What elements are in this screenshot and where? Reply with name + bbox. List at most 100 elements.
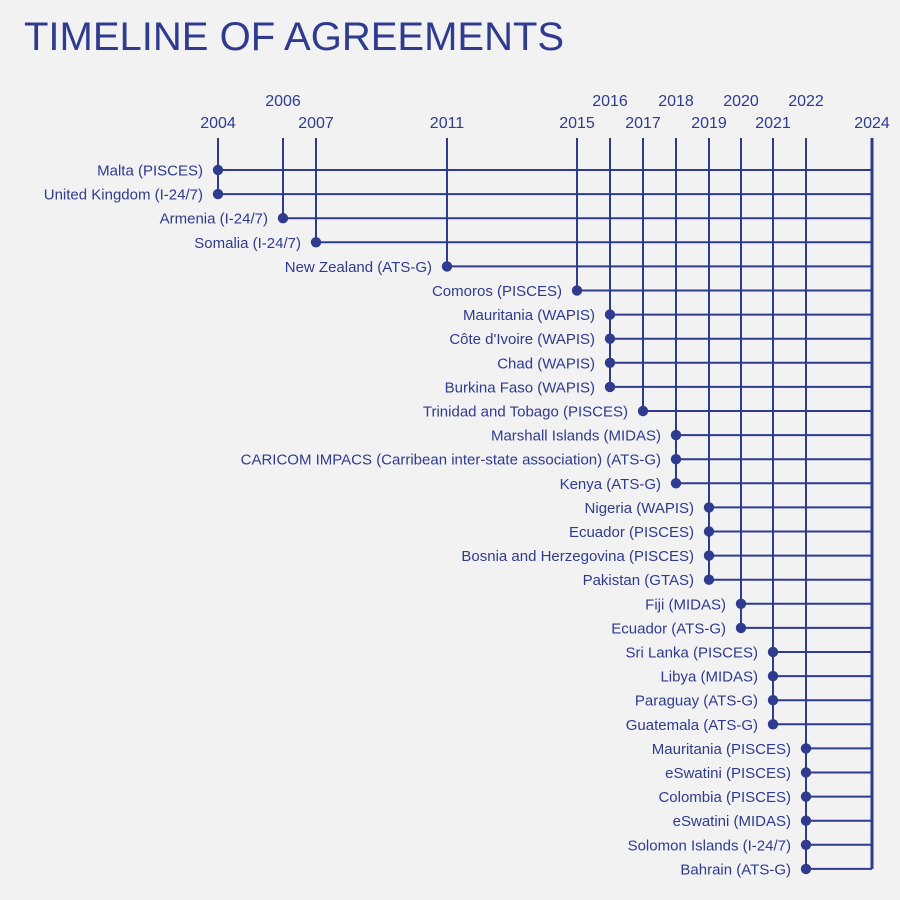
timeline-row: Ecuador (PISCES) [569,524,872,541]
year-tick-label: 2015 [559,115,595,132]
year-tick-label: 2006 [265,93,301,110]
timeline-rows: Malta (PISCES) United Kingdom (I-24/7) Arm… [44,163,872,878]
agreement-label: Chad (WAPIS) [497,355,595,372]
chart-title: TIMELINE OF AGREEMENTS [24,15,564,59]
agreement-point [767,719,779,730]
agreement-point [604,333,616,344]
agreement-label: Sri Lanka (PISCES) [625,645,758,662]
agreement-point [800,743,812,754]
agreement-label: Guatemala (ATS-G) [626,717,758,734]
agreement-point [604,309,616,320]
agreement-label: Trinidad and Tobago (PISCES) [423,404,628,421]
timeline-row: Kenya (ATS-G) [560,476,872,493]
timeline-row: Armenia (I-24/7) [160,211,872,228]
agreement-label: Bahrain (ATS-G) [680,861,791,878]
timeline-row: eSwatini (PISCES) [665,765,872,782]
agreement-label: Colombia (PISCES) [658,789,791,806]
agreement-point [604,357,616,368]
agreement-point [670,429,682,441]
agreement-point [767,670,779,682]
agreement-label: Ecuador (PISCES) [569,524,694,541]
agreement-label: Libya (MIDAS) [660,669,758,686]
timeline-row: Nigeria (WAPIS) [585,500,872,517]
agreement-point [767,695,779,706]
agreement-point [277,213,289,224]
timeline-row: Burkina Faso (WAPIS) [445,379,872,396]
year-tick-label: 2022 [788,93,824,110]
timeline-row: Solomon Islands (I-24/7) [628,837,872,854]
agreement-point [703,526,715,537]
year-tick-label: 2018 [658,93,694,110]
timeline-row: Trinidad and Tobago (PISCES) [423,404,872,421]
timeline-row: eSwatini (MIDAS) [673,813,872,830]
agreement-label: eSwatini (PISCES) [665,765,791,782]
agreement-point [800,839,812,850]
agreement-label: CARICOM IMPACS (Carribean inter-state as… [241,452,661,469]
agreement-point [441,261,453,272]
timeline-row: Marshall Islands (MIDAS) [491,428,872,445]
agreement-label: eSwatini (MIDAS) [673,813,791,830]
agreement-label: Somalia (I-24/7) [194,235,301,252]
agreement-point [670,454,682,465]
agreement-point [800,863,812,875]
agreement-label: Armenia (I-24/7) [160,211,268,228]
timeline-row: Bahrain (ATS-G) [680,861,872,878]
agreement-label: New Zealand (ATS-G) [285,259,432,276]
timeline-row: Côte d'Ivoire (WAPIS) [449,331,872,348]
year-tick-label: 2011 [430,115,465,132]
agreement-point [604,381,616,393]
agreement-label: Mauritania (PISCES) [652,741,791,758]
agreement-label: Kenya (ATS-G) [560,476,661,493]
agreement-label: Mauritania (WAPIS) [463,307,595,324]
timeline-row: Paraguay (ATS-G) [635,693,872,710]
agreement-point [703,550,715,561]
timeline-row: Pakistan (GTAS) [583,572,872,589]
agreement-point [703,574,715,585]
year-tick-label: 2019 [691,115,727,132]
year-tick-label: 2024 [854,115,890,132]
agreement-point [310,237,322,248]
timeline-row: Fiji (MIDAS) [645,596,872,613]
agreement-label: Paraguay (ATS-G) [635,693,758,710]
timeline-row: Guatemala (ATS-G) [626,717,872,734]
timeline-row: Libya (MIDAS) [660,669,872,686]
agreement-label: Côte d'Ivoire (WAPIS) [449,331,595,348]
agreement-point [637,405,649,417]
timeline-row: United Kingdom (I-24/7) [44,187,872,204]
agreement-label: Burkina Faso (WAPIS) [445,379,595,396]
agreement-point [800,767,812,778]
agreement-point [670,478,682,489]
timeline-row: Chad (WAPIS) [497,355,872,372]
agreement-point [800,791,812,802]
agreement-label: Bosnia and Herzegovina (PISCES) [461,548,694,565]
year-tick-label: 2020 [723,93,759,110]
timeline-row: Bosnia and Herzegovina (PISCES) [461,548,872,565]
timeline-row: Comoros (PISCES) [432,283,872,300]
agreement-point [800,815,812,826]
agreement-label: United Kingdom (I-24/7) [44,187,203,204]
timeline-row: Sri Lanka (PISCES) [625,645,872,662]
year-tick-label: 2007 [298,115,334,132]
agreement-label: Fiji (MIDAS) [645,596,726,613]
agreement-point [703,502,715,513]
timeline-row: Mauritania (PISCES) [652,741,872,758]
timeline-row: Ecuador (ATS-G) [611,620,872,637]
agreement-label: Comoros (PISCES) [432,283,562,300]
agreement-label: Nigeria (WAPIS) [585,500,694,517]
agreement-label: Solomon Islands (I-24/7) [628,837,791,854]
agreement-point [571,285,583,296]
agreement-label: Pakistan (GTAS) [583,572,694,589]
timeline-row: Somalia (I-24/7) [194,235,872,252]
agreement-point [767,646,779,658]
timeline-row: New Zealand (ATS-G) [285,259,872,276]
timeline-row: Colombia (PISCES) [658,789,872,806]
agreement-label: Ecuador (ATS-G) [611,620,726,637]
year-tick-label: 2016 [592,93,628,110]
agreement-point [735,622,747,634]
timeline-row: Mauritania (WAPIS) [463,307,872,324]
agreement-label: Malta (PISCES) [97,163,203,180]
agreement-point [735,598,747,609]
agreement-point [212,164,224,176]
timeline-row: Malta (PISCES) [97,163,872,180]
